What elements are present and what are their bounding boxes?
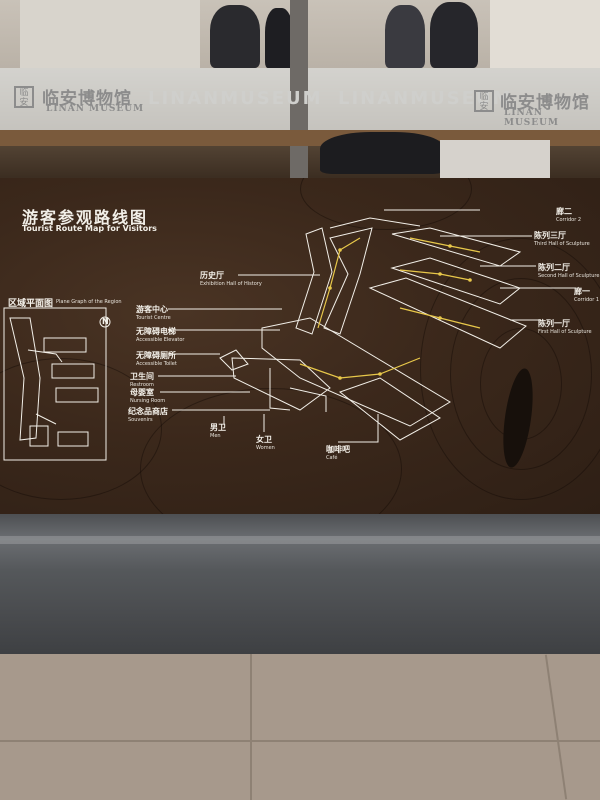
museum-seal-icon: 临安: [474, 90, 494, 112]
leader-cafe: [338, 414, 379, 443]
museum-name-cn: 临安博物馆: [42, 89, 132, 109]
tile-seam: [0, 740, 600, 742]
history-hall-outline: [295, 227, 333, 335]
rail-highlight: [0, 536, 600, 544]
stone-floor: [0, 654, 600, 800]
region-plan-title-en: Plane Graph of the Region: [56, 299, 122, 305]
route-path: [299, 237, 481, 379]
lower-wing-outline: [231, 357, 331, 411]
hall3-outline: [391, 227, 522, 267]
museum-seal-icon: 临安: [14, 86, 34, 108]
tile-seam: [544, 654, 568, 800]
museum-name-cn: 临安博物馆: [500, 93, 590, 113]
museum-name-en: LINAN MUSEUM: [504, 108, 559, 128]
route-map-sign: 游客参观路线图 Tourist Route Map for Visitors 区…: [0, 178, 600, 514]
restroom-outline: [269, 368, 291, 411]
region-plan-frame: [3, 307, 107, 461]
museum-ghost-text: LINANMUSEUM: [148, 88, 323, 109]
main-wing-outline: [261, 317, 451, 427]
region-building: [55, 387, 99, 403]
cafe-outline: [338, 377, 441, 441]
route-arrow-icon: [328, 244, 472, 380]
region-building: [29, 425, 49, 447]
visitor-figure: [210, 5, 260, 68]
route-map-drawing: [3, 209, 576, 461]
map-title-cn: 游客参观路线图: [22, 208, 149, 227]
hall1-outline: [368, 277, 527, 349]
lobby-background: 临安 临安博物馆 LINAN MUSEUM LINANMUSEUM LINANM…: [0, 0, 600, 180]
north-compass-icon: [99, 316, 111, 328]
corridor2-outline: [329, 217, 421, 229]
region-building: [9, 317, 41, 441]
visitor-figure: [320, 132, 445, 174]
tile-seam: [250, 654, 252, 800]
museum-ghost-text: LINANMUSEUM: [338, 88, 513, 109]
visitor-figure: [265, 8, 293, 68]
floor-reflection: [440, 140, 550, 180]
region-building: [57, 431, 89, 447]
visitor-figure: [385, 5, 425, 68]
corridor-outline: [323, 227, 373, 335]
visitor-figure: [430, 2, 478, 68]
region-path: [27, 349, 63, 363]
exhibit-poster: [20, 0, 200, 68]
map-title-en: Tourist Route Map for Visitors: [22, 224, 157, 233]
region-building: [51, 363, 95, 379]
compass-north-label: N: [102, 317, 109, 326]
metal-rail: [0, 514, 600, 654]
museum-name-en: LINAN MUSEUM: [46, 104, 145, 114]
window-light: [490, 0, 600, 68]
region-building: [43, 337, 87, 353]
men-room-outline: [289, 387, 327, 412]
region-plan-title-cn: 区域平面图: [8, 299, 54, 309]
region-path: [35, 413, 57, 425]
toilet-block-outline: [219, 349, 249, 371]
